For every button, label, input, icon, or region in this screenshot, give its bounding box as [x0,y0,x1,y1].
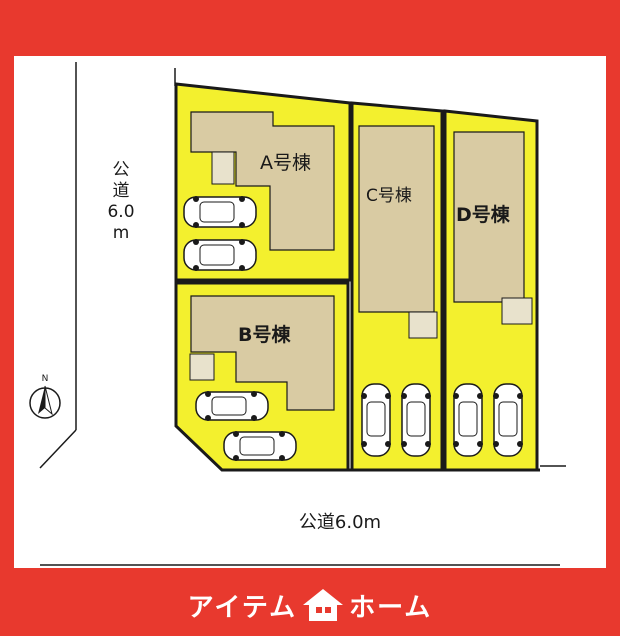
house-icon [303,589,344,621]
building-a-porch [211,151,235,185]
car-b2 [223,431,297,461]
brand-text-left: アイテム [187,592,298,623]
lot-a-label: A号棟 [260,152,311,174]
building-b-porch [189,353,215,381]
west-road-label-line: 公 [112,160,130,180]
north-arrow: N [26,372,64,420]
building-d-porch [501,297,533,325]
compass-needle-left [38,386,45,414]
south-road-label: 公道6.0m [298,512,382,533]
west-road-label-line: 道 [112,181,130,201]
car-a2 [183,239,257,271]
building-c [358,125,435,313]
west-road-corner [39,429,77,469]
lot-d-label: D号棟 [456,204,510,226]
west-road-label-line: m [112,223,130,243]
building-c-porch [408,311,438,339]
lot-b-label: B号棟 [238,324,291,346]
brand-logo: アイテム ホーム [0,580,620,630]
west-road-label-line: 6.0 [107,202,135,222]
brand-text-right: ホーム [349,592,433,623]
car-d1 [453,383,483,457]
lot-c-label: C号棟 [366,186,412,206]
car-c1 [361,383,391,457]
compass-needle-right [44,385,53,416]
north-arrow-label: N [42,374,49,384]
west-road-label: 公 道 6.0 m [101,160,141,244]
car-c2 [401,383,431,457]
car-d2 [493,383,523,457]
car-b1 [195,391,269,421]
car-a1 [183,196,257,228]
building-b [190,295,335,411]
